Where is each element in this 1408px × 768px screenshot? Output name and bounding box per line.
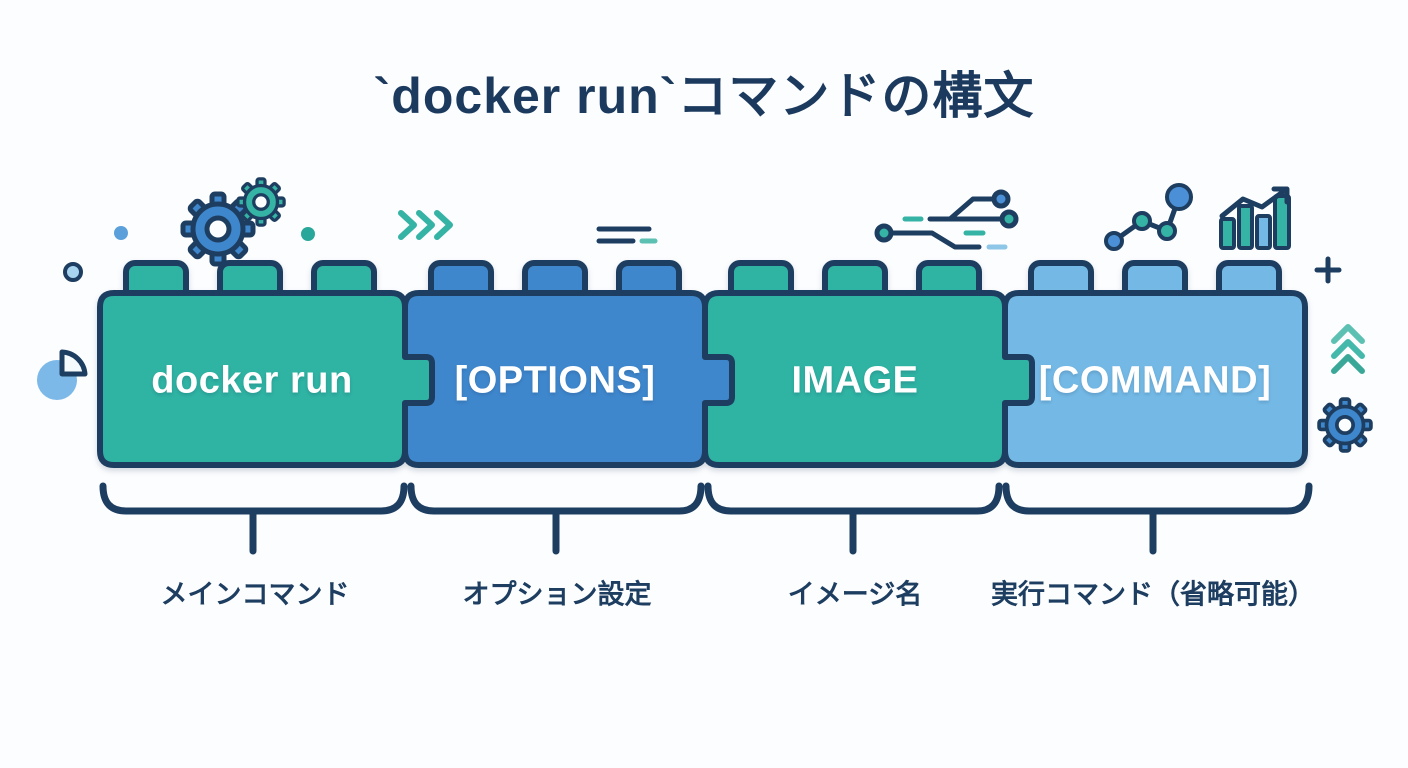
- page-title: `docker run`コマンドの構文: [373, 68, 1035, 124]
- annotation-options: オプション設定: [462, 579, 652, 610]
- circle-outline-icon: [63, 262, 83, 282]
- chevrons-right-icon: [398, 210, 453, 240]
- block-label-options: [OPTIONS]: [454, 359, 656, 402]
- plus-icon: [1314, 256, 1342, 284]
- annotation-image: イメージ名: [787, 579, 923, 610]
- line-chart-icon: [1104, 183, 1193, 251]
- gears-icon: [183, 177, 286, 264]
- bracket-image: [704, 482, 1003, 555]
- block-label-command: [COMMAND]: [1038, 359, 1272, 402]
- chevrons-up-icon: [1331, 324, 1365, 374]
- gear-icon: [1317, 397, 1373, 453]
- brick-row: [97, 260, 1308, 468]
- bar-chart-icon: [1219, 186, 1291, 250]
- dot-teal: [301, 227, 315, 241]
- bracket-command: [1002, 482, 1313, 555]
- pie-chart-icon: [37, 349, 88, 400]
- block-label-docker-run: docker run: [151, 359, 353, 402]
- bracket-options: [407, 482, 705, 555]
- dot-blue: [114, 226, 128, 240]
- block-label-image: IMAGE: [791, 359, 919, 402]
- equals-icon: [596, 226, 658, 244]
- annotation-main-command: メインコマンド: [160, 579, 350, 610]
- block-docker-run: [97, 290, 435, 468]
- circuit-icon: [874, 189, 1019, 250]
- brackets: [99, 482, 1313, 555]
- annotation-command: 実行コマンド（省略可能）: [991, 579, 1315, 610]
- bracket-main-command: [99, 482, 408, 555]
